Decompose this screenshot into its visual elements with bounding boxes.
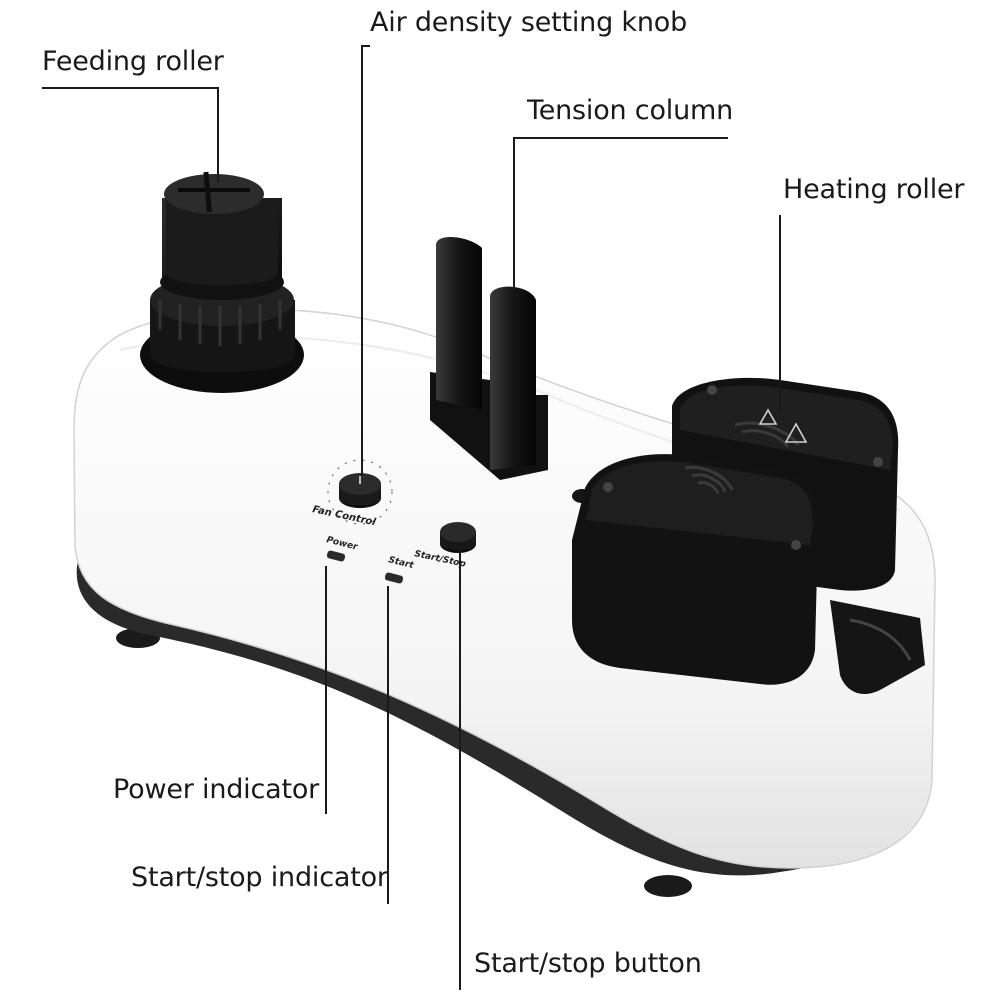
power-indicator-label: Power indicator xyxy=(113,774,320,805)
start-stop-button[interactable] xyxy=(440,522,476,553)
leader-feeding-roller xyxy=(42,87,219,182)
tension-column-label: Tension column xyxy=(527,95,734,126)
start-indicator-light xyxy=(384,572,404,584)
leader-air-density-knob xyxy=(361,45,370,476)
heating-roller-front xyxy=(572,454,819,685)
power-indicator-light xyxy=(326,550,346,562)
air-density-knob-label: Air density setting knob xyxy=(370,7,688,38)
leader-tension-column xyxy=(513,137,728,290)
air-density-knob xyxy=(327,459,393,525)
output-slot xyxy=(830,600,925,695)
leader-lines xyxy=(42,45,781,990)
start-stop-indicator-label: Start/stop indicator xyxy=(131,862,388,893)
start-stop-button-label: Start/stop button xyxy=(474,948,702,979)
feeding-roller xyxy=(140,171,304,393)
feeding-roller-label: Feeding roller xyxy=(42,46,224,77)
heating-roller-label: Heating roller xyxy=(783,174,965,205)
tension-column xyxy=(430,236,548,480)
